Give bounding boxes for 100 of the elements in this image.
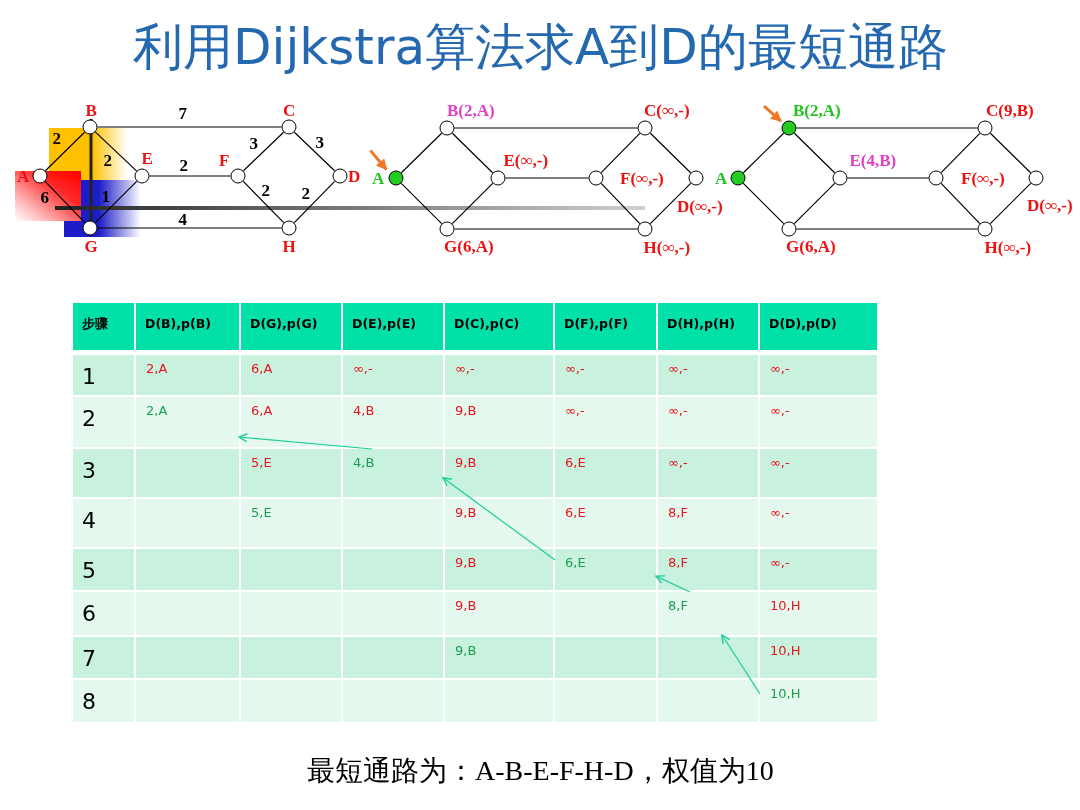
vertex-label: C(9,B) xyxy=(986,101,1034,119)
table-cell: ∞,- xyxy=(343,355,443,395)
vertex-label: A xyxy=(17,167,30,185)
connector-line xyxy=(451,132,494,174)
vertex-label: H xyxy=(282,237,296,255)
table-cell: 5 xyxy=(73,549,134,590)
table-cell: 6,E xyxy=(555,549,656,590)
vertex-label: G xyxy=(84,237,98,255)
edge-label: 7 xyxy=(178,104,187,122)
vertex-label: C xyxy=(283,101,296,119)
table-cell: 9,B xyxy=(445,592,553,635)
connector-line xyxy=(742,132,785,174)
header-cell: D(G),p(G) xyxy=(241,303,341,350)
table-cell: 10,H xyxy=(760,592,877,635)
vertex-label: A xyxy=(715,169,728,187)
edge-label: 3 xyxy=(249,134,258,152)
table-cell: 6,A xyxy=(241,355,341,395)
edge-label: 4 xyxy=(178,210,187,228)
edge-label: 3 xyxy=(315,133,324,151)
table-cell: 6 xyxy=(73,592,134,635)
table-cell: 8 xyxy=(73,680,134,722)
header-cell: D(B),p(B) xyxy=(136,303,239,350)
connector-line xyxy=(453,228,639,230)
connector-line xyxy=(649,132,692,174)
edge-label: 6 xyxy=(40,188,49,206)
connector-line xyxy=(504,177,590,179)
connector-line xyxy=(94,180,138,224)
table-cell: 10,H xyxy=(760,680,877,722)
vertex-label: E(4,B) xyxy=(849,151,897,169)
connector-line xyxy=(793,132,836,174)
table-cell: 5,E xyxy=(241,499,341,547)
summary-caption: 最短通路为：A-B-E-F-H-D，权值为10 xyxy=(307,754,774,788)
header-cell: D(E),p(E) xyxy=(343,303,443,350)
header-cell: 步骤 xyxy=(73,303,134,350)
connector-line xyxy=(44,180,86,224)
table-cell: ∞,- xyxy=(445,355,553,395)
table-cell: ∞,- xyxy=(760,355,877,395)
header-cell: D(H),p(H) xyxy=(658,303,758,350)
table-cell: 4 xyxy=(73,499,134,547)
table-cell: 7 xyxy=(73,637,134,678)
vertex-label: F(∞,-) xyxy=(620,169,664,187)
connector-line xyxy=(242,180,285,224)
vertex-label: A xyxy=(372,169,385,187)
table-cell: 6,A xyxy=(241,397,341,447)
vertex-label: B xyxy=(85,101,97,119)
connector-line xyxy=(846,177,930,179)
table-cell: 5,E xyxy=(241,449,341,497)
edge-label: 2 xyxy=(301,184,310,202)
arrow xyxy=(442,477,556,561)
connector-line xyxy=(453,127,639,129)
connector-line xyxy=(600,182,641,225)
table-cell: 9,B xyxy=(445,499,553,547)
vertex-label: D(∞,-) xyxy=(1027,196,1073,214)
connector-line xyxy=(400,182,443,225)
header-cell: D(D),p(D) xyxy=(760,303,877,350)
vertex-label: H(∞,-) xyxy=(643,238,691,256)
table-cell: ∞,- xyxy=(760,499,877,547)
arrow xyxy=(763,105,782,123)
table-cell: ∞,- xyxy=(555,355,656,395)
table-cell: 2 xyxy=(73,397,134,447)
vertex-label: C(∞,-) xyxy=(644,101,690,119)
table-cell: ∞,- xyxy=(658,449,758,497)
table-cell: 6,E xyxy=(555,499,656,547)
table-cell: ∞,- xyxy=(760,449,877,497)
table-cell: 4,B xyxy=(343,449,443,497)
table-cell: 8,F xyxy=(658,499,758,547)
connector-line xyxy=(793,182,836,225)
edge-label: 1 xyxy=(101,187,110,205)
connector-line xyxy=(989,182,1032,225)
arrow xyxy=(238,433,373,450)
arrow xyxy=(655,575,691,593)
slide-title: 利用Dijkstra算法求A到D的最短通路 xyxy=(133,17,948,78)
vertex-label: E(∞,-) xyxy=(503,151,549,169)
edge-label: 2 xyxy=(52,129,61,147)
connector-line xyxy=(94,131,138,172)
table-cell: 10,H xyxy=(760,637,877,678)
arrow xyxy=(721,634,761,695)
header-cell: D(C),p(C) xyxy=(445,303,553,350)
vertex-label: F(∞,-) xyxy=(961,169,1005,187)
vertex-label: G(6,A) xyxy=(786,237,836,255)
table-cell: ∞,- xyxy=(760,397,877,447)
vertex-label: D(∞,-) xyxy=(677,197,723,215)
table-cell: 2,A xyxy=(136,355,239,395)
vertex-label: D xyxy=(348,167,361,185)
connector-line xyxy=(148,175,232,177)
edge-label: 2 xyxy=(261,181,270,199)
edge-label: 2 xyxy=(103,151,112,169)
connector-line xyxy=(795,228,979,230)
table-cell: 8,F xyxy=(658,592,758,635)
table-cell: 9,B xyxy=(445,397,553,447)
table-cell: 9,B xyxy=(445,549,553,590)
table-cell: ∞,- xyxy=(760,549,877,590)
table-cell: 9,B xyxy=(445,637,553,678)
vertex-label: B(2,A) xyxy=(793,101,841,119)
header-cell: D(F),p(F) xyxy=(555,303,656,350)
connector-line xyxy=(293,131,336,172)
vertex-label: H(∞,-) xyxy=(984,238,1032,256)
connector-line xyxy=(400,132,443,174)
connector-line xyxy=(451,182,494,225)
vertex-label: B(2,A) xyxy=(447,101,495,119)
